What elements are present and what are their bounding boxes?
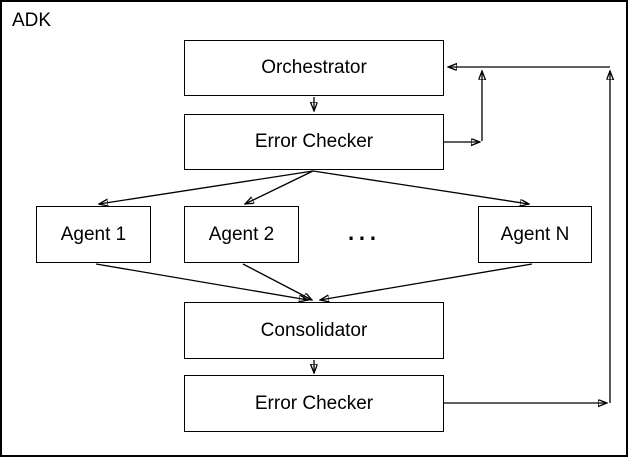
edge-error-checker-top-to-agent-n xyxy=(312,170,529,204)
edge-error-checker-top-to-agent-2 xyxy=(245,170,314,204)
edge-error-checker-top-to-agent-1 xyxy=(99,170,314,204)
edge-agent-2-to-consolidator xyxy=(242,263,312,300)
node-consolidator: Consolidator xyxy=(184,302,444,359)
node-error-checker-bottom-label: Error Checker xyxy=(254,392,374,414)
node-agent-2-label: Agent 2 xyxy=(208,223,275,245)
node-error-checker-top: Error Checker xyxy=(184,114,444,170)
edge-agent-1-to-consolidator xyxy=(95,263,308,300)
node-agent-1-label: Agent 1 xyxy=(60,223,127,245)
node-error-checker-top-label: Error Checker xyxy=(254,131,374,152)
node-agent-n: Agent N xyxy=(478,206,592,263)
node-agent-1: Agent 1 xyxy=(36,206,151,263)
node-orchestrator-label: Orchestrator xyxy=(261,57,367,78)
node-error-checker-bottom: Error Checker xyxy=(184,375,444,432)
node-orchestrator: Orchestrator xyxy=(184,40,444,96)
node-agent-2: Agent 2 xyxy=(184,206,299,263)
node-agent-n-label: Agent N xyxy=(500,223,570,245)
node-consolidator-label: Consolidator xyxy=(260,319,368,341)
diagram-title: ADK xyxy=(12,10,52,31)
agents-ellipsis: ... xyxy=(346,211,380,247)
edge-agent-n-to-consolidator xyxy=(320,263,533,300)
